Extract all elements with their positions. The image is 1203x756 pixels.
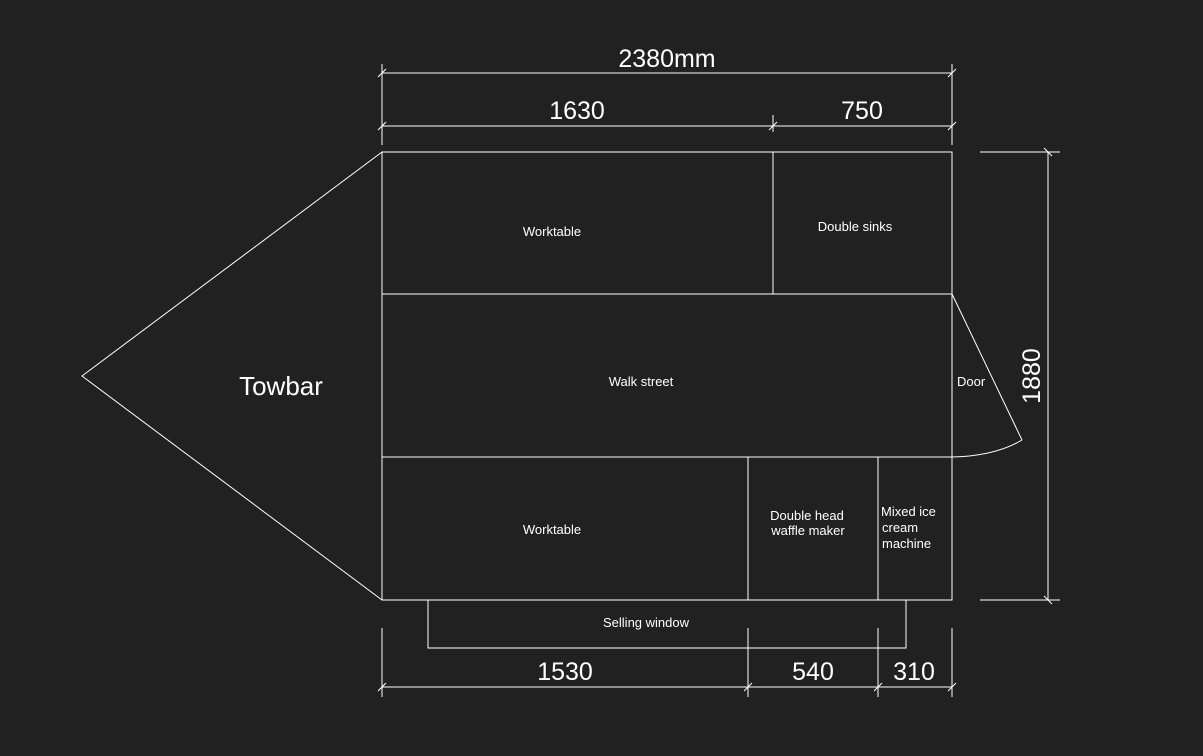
dimension-total-width: 2380mm xyxy=(377,45,957,145)
worktable-top-label: Worktable xyxy=(523,224,581,239)
ice-label-line2: cream xyxy=(882,520,918,535)
tick-mark xyxy=(947,121,957,131)
selling-window-label: Selling window xyxy=(603,615,690,630)
tick-mark xyxy=(768,121,778,131)
tick-mark xyxy=(947,68,957,78)
dimension-height: 1880 xyxy=(980,147,1060,605)
ice-label-line3: machine xyxy=(882,536,931,551)
tick-mark xyxy=(743,682,753,692)
double-sinks-label: Double sinks xyxy=(818,219,893,234)
door-leaf xyxy=(951,293,1023,441)
trailer-outline xyxy=(381,151,953,601)
door-label: Door xyxy=(957,374,986,389)
dim-text-bottom-right: 310 xyxy=(893,658,935,686)
tick-mark xyxy=(1043,147,1053,157)
door-swing-arc xyxy=(951,439,1023,458)
dim-text-bottom-mid: 540 xyxy=(792,658,834,686)
dimension-top-segments: 1630 750 xyxy=(377,97,957,132)
tick-mark xyxy=(377,121,387,131)
dim-text-total-width: 2380mm xyxy=(618,45,715,73)
door: Door xyxy=(951,293,1023,458)
selling-window: Selling window xyxy=(427,600,907,649)
dim-text-top-left: 1630 xyxy=(549,97,605,125)
tick-mark xyxy=(947,682,957,692)
dim-text-height: 1880 xyxy=(1018,348,1046,404)
dimension-bottom-segments: 1530 540 310 xyxy=(377,628,957,697)
ice-label-line1: Mixed ice xyxy=(881,504,936,519)
tick-mark xyxy=(377,68,387,78)
tick-mark xyxy=(1043,595,1053,605)
waffle-label-line1: Double head xyxy=(770,508,844,523)
dim-text-top-right: 750 xyxy=(841,97,883,125)
walk-street-label: Walk street xyxy=(609,374,674,389)
waffle-label-line2: waffle maker xyxy=(770,523,845,538)
towbar-outline xyxy=(81,151,383,601)
tick-mark xyxy=(377,682,387,692)
worktable-bottom-label: Worktable xyxy=(523,522,581,537)
dim-text-bottom-left: 1530 xyxy=(537,658,593,686)
selling-window-outline xyxy=(427,600,907,649)
towbar-label: Towbar xyxy=(239,371,323,401)
towbar: Towbar xyxy=(81,151,383,601)
tick-mark xyxy=(873,682,883,692)
